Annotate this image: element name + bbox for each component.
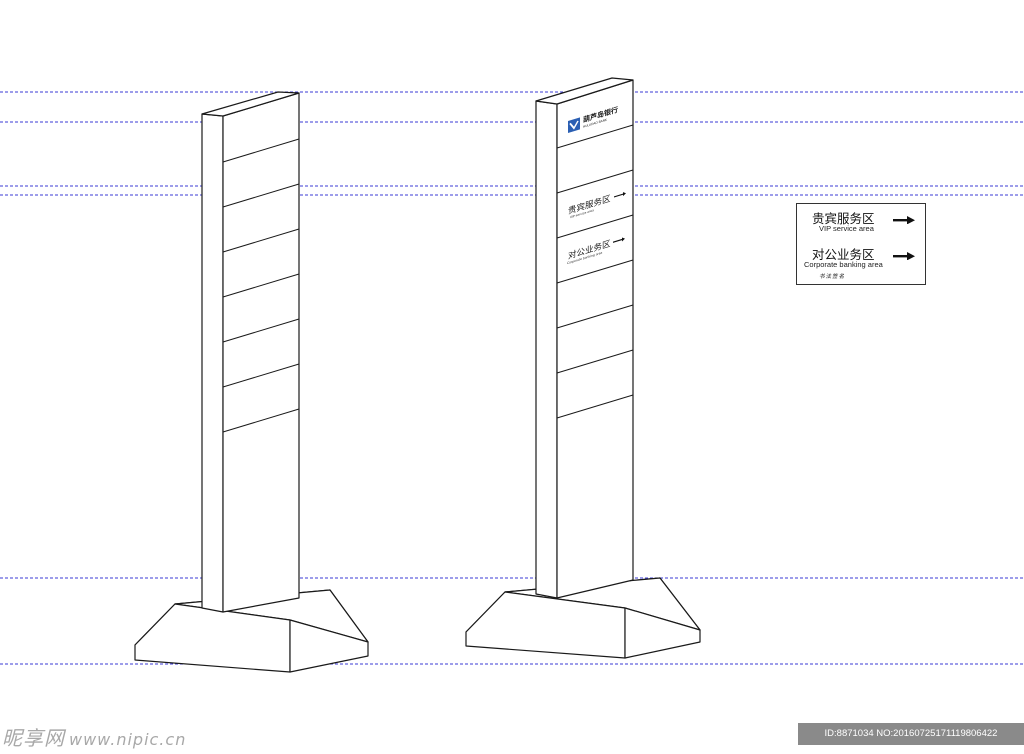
detail-vip-en: VIP service area	[819, 224, 874, 233]
detail-corporate-cn: 对公业务区	[812, 247, 875, 262]
arrow-right-icon	[893, 252, 915, 260]
arrow-right-icon	[614, 192, 626, 198]
left-totem	[134, 91, 369, 673]
watermark-id: ID:8871034 NO:20160725171119806422	[798, 723, 1024, 745]
right-column-front	[556, 79, 634, 599]
right-column-top	[535, 77, 634, 105]
right-totem: 葫芦岛银行 HULUDAO BANK 贵宾服务区 VIP service are…	[465, 77, 701, 659]
bank-logo-icon	[568, 117, 580, 133]
arrow-right-icon	[893, 216, 915, 224]
guide-lines	[0, 91, 1024, 665]
right-base	[465, 577, 701, 659]
detail-vip-cn: 贵宾服务区	[812, 211, 875, 226]
left-base	[134, 589, 369, 673]
signature: 书法签名	[819, 274, 846, 280]
detail-corporate-en: Corporate banking area	[804, 260, 883, 269]
bank-name-en: HULUDAO BANK	[583, 117, 608, 129]
left-column-front	[222, 92, 300, 613]
left-column-top	[201, 91, 300, 117]
sign-detail-panel: 贵宾服务区 VIP service area 对公业务区 Corporate b…	[796, 203, 926, 285]
arrow-right-icon	[613, 237, 625, 243]
totem-sign-vip-en: VIP service area	[570, 208, 594, 219]
right-panel-dividers	[556, 124, 634, 419]
left-panel-dividers	[222, 138, 300, 433]
right-column-side	[535, 100, 558, 599]
watermark-site-cn: 昵享网	[2, 726, 65, 750]
watermark-domain: www.nipic.cn	[69, 730, 187, 749]
left-column-side	[201, 113, 224, 613]
